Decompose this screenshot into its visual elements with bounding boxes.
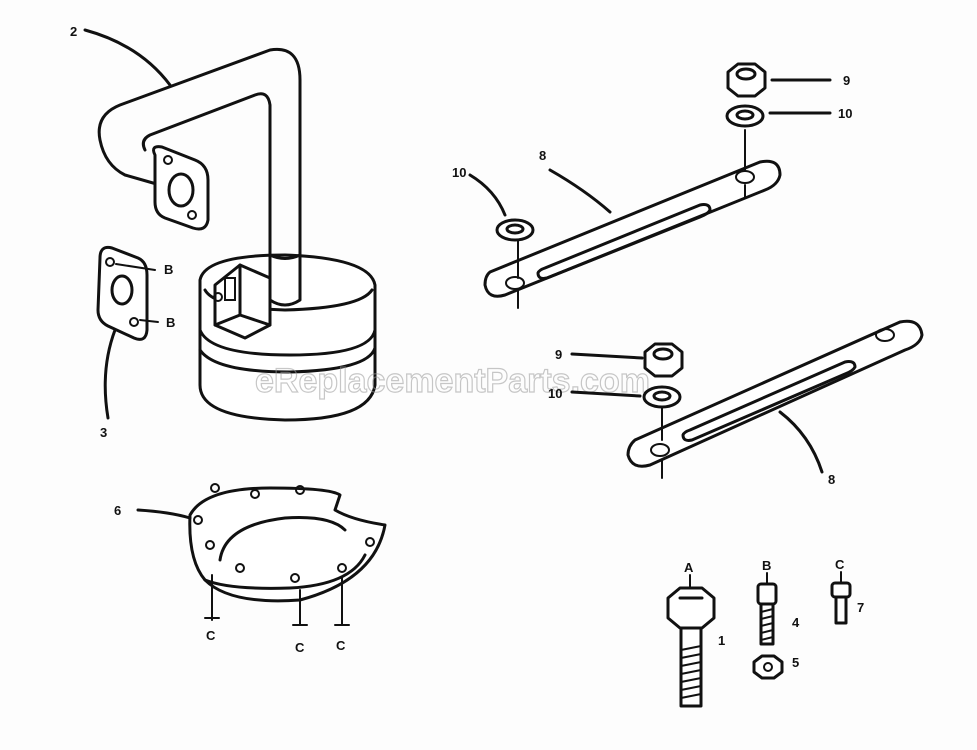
bolt-label-a: A	[684, 560, 694, 575]
strap-lower	[626, 319, 924, 479]
pipe-flange	[152, 145, 210, 231]
gasket-callout-b-lower: B	[166, 315, 175, 330]
muffler	[198, 253, 377, 422]
callout-3: 3	[100, 425, 107, 440]
washer-upper-right	[725, 104, 832, 128]
callout-2: 2	[70, 24, 77, 39]
heat-shield-flange	[136, 483, 387, 626]
bolt-c	[830, 571, 852, 625]
callout-7: 7	[857, 600, 864, 615]
washer-upper-left	[468, 173, 535, 242]
bolt-label-b: B	[762, 558, 771, 573]
strap-upper	[483, 129, 782, 309]
callout-6: 6	[114, 503, 121, 518]
callout-9-lower: 9	[555, 347, 562, 362]
callout-10-lower: 10	[548, 386, 562, 401]
bolt-b	[756, 572, 778, 646]
callout-5: 5	[792, 655, 799, 670]
gasket	[96, 246, 159, 420]
bolt-a	[666, 574, 716, 708]
callout-8-upper: 8	[539, 148, 546, 163]
flange-callout-c-2: C	[295, 640, 305, 655]
nut-lower	[570, 342, 684, 378]
callout-10-upper-left: 10	[452, 165, 466, 180]
flange-callout-c-1: C	[206, 628, 216, 643]
callout-1: 1	[718, 633, 725, 648]
flange-callout-c-3: C	[336, 638, 346, 653]
callout-9-upper: 9	[843, 73, 850, 88]
nut-upper-right	[726, 62, 832, 98]
bolt-label-c: C	[835, 557, 845, 572]
gasket-callout-b-upper: B	[164, 262, 173, 277]
flange-holes	[193, 483, 375, 583]
leader-2	[83, 28, 172, 87]
callout-8-lower: 8	[828, 472, 835, 487]
washer-lower	[570, 385, 682, 409]
callout-4: 4	[792, 615, 800, 630]
nut-small	[752, 654, 784, 680]
callout-10-upper-right: 10	[838, 106, 852, 121]
